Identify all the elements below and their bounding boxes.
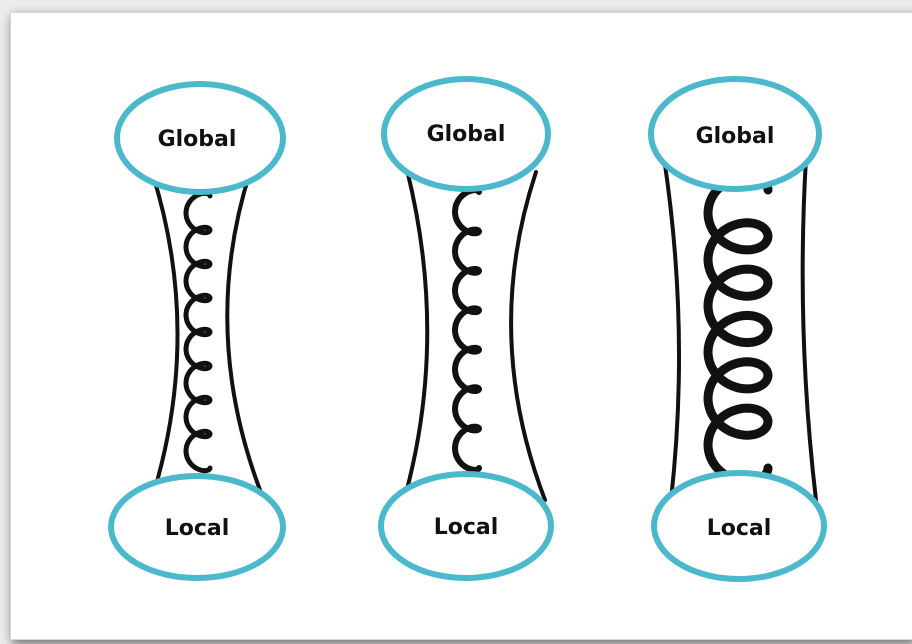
right-side-curve: [511, 172, 545, 500]
global-label: Global: [158, 127, 237, 152]
local-label: Local: [434, 515, 499, 540]
global-label: Global: [427, 122, 506, 147]
spring-coil: [186, 193, 210, 470]
panel-2: Global Local: [381, 79, 551, 578]
spring-coil: [455, 190, 479, 470]
spring-coil: [708, 176, 768, 481]
right-side-curve: [803, 158, 816, 500]
panel-1: Global Local: [111, 84, 283, 578]
right-side-curve: [227, 172, 260, 490]
left-side-curve: [152, 172, 178, 492]
global-label: Global: [696, 124, 775, 149]
local-label: Local: [165, 516, 230, 541]
left-side-curve: [406, 170, 427, 493]
panel-3: Global Local: [651, 79, 824, 579]
left-side-curve: [664, 158, 679, 500]
local-label: Local: [707, 516, 772, 541]
